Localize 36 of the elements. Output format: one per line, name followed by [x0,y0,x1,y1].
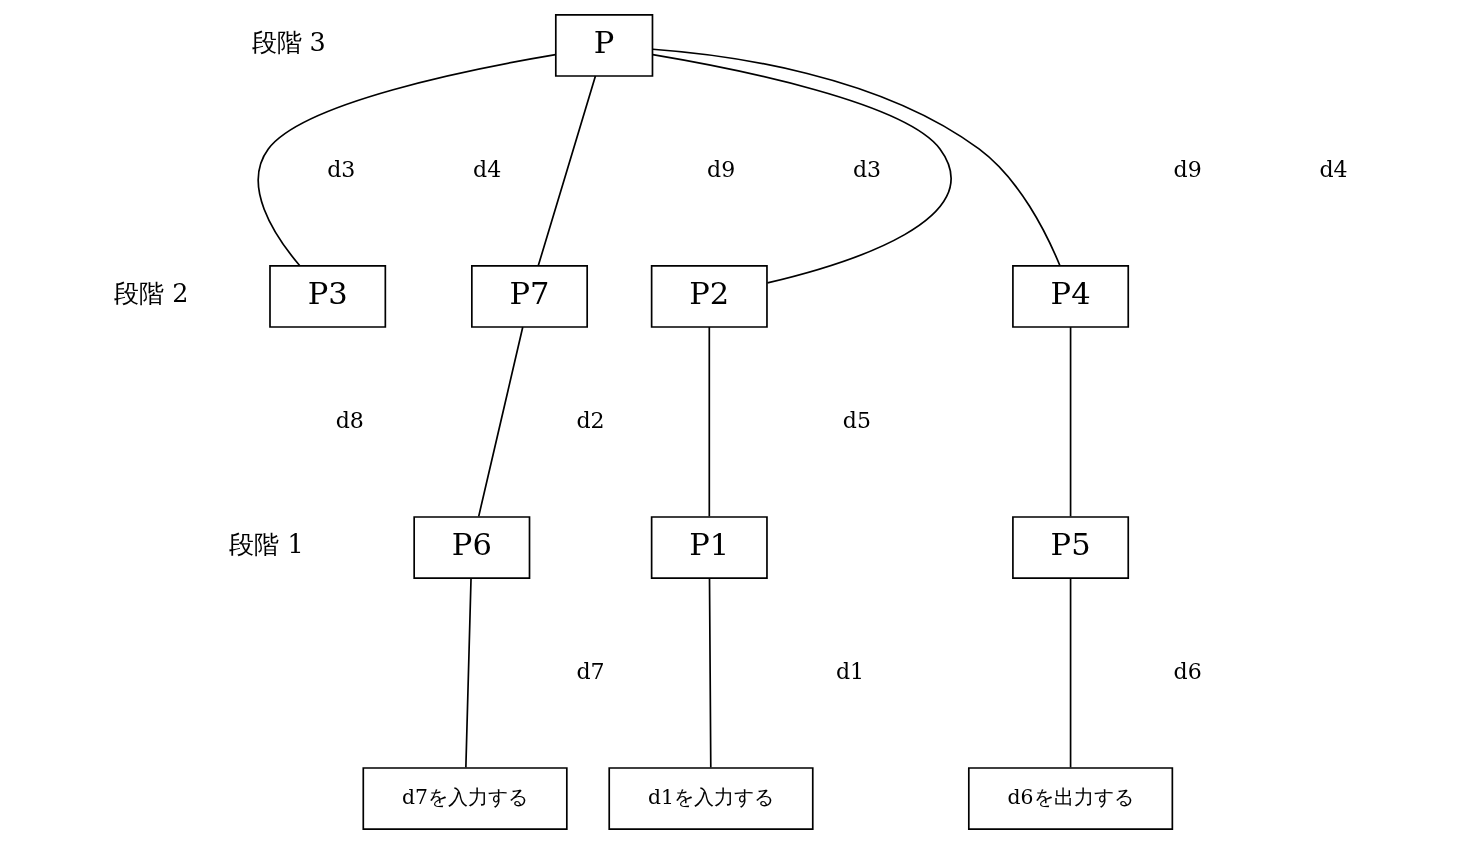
connector [708,577,712,769]
node-box: P7 [471,265,588,328]
label: d9 [1173,156,1202,182]
label: d1 [836,658,865,684]
node-box: P6 [413,516,531,579]
label: d8 [335,407,364,433]
connector [537,75,597,267]
node-box: P [554,14,654,77]
connector [477,326,524,518]
connector [708,326,711,518]
connector [651,48,1061,267]
label: d3 [327,156,356,182]
label: d7 [576,658,605,684]
connector [465,577,472,769]
node-box: d6を出力する [967,767,1174,830]
node-box: P1 [650,516,768,579]
label: d4 [473,156,502,182]
label: 段階 1 [229,529,304,560]
node-box: P3 [269,265,387,328]
connector [1069,577,1072,769]
connector [651,53,952,284]
label: 段階 2 [114,278,189,309]
label: 段階 3 [251,27,326,58]
node-box: d7を入力する [362,767,568,830]
label: d4 [1319,156,1348,182]
label: d6 [1173,658,1202,684]
label: d3 [852,156,882,182]
node-box: P2 [650,265,768,328]
label: d5 [842,407,871,433]
label: d9 [707,156,736,182]
connector [1069,326,1072,518]
label: d2 [576,407,605,433]
node-box: P5 [1012,516,1130,579]
connector [257,53,557,267]
node-box: P4 [1012,265,1130,328]
node-box: d1を入力する [608,767,814,830]
